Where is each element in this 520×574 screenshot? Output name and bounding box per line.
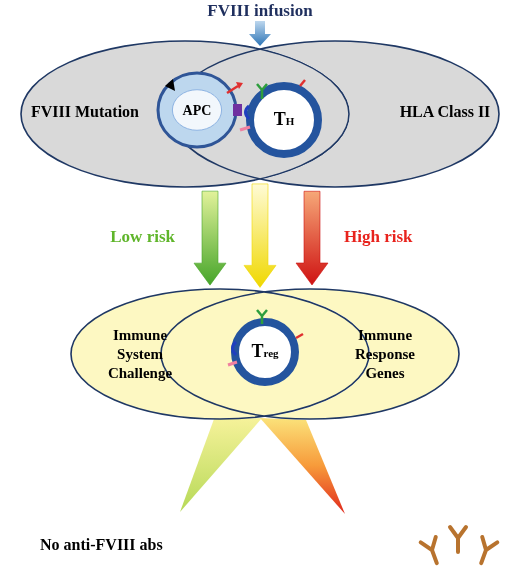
node-text: Treg xyxy=(230,342,300,362)
risk-label: Low risk xyxy=(75,227,175,247)
node-text: HLA Class II xyxy=(385,102,505,121)
treg-cell: Treg xyxy=(230,317,300,387)
outcome-wedge xyxy=(180,418,262,512)
node-text: TH xyxy=(245,110,323,130)
factor-ellipse: Immune Response Genes xyxy=(160,288,460,420)
ellipse-outline xyxy=(161,289,459,419)
outcome-label: No anti-FVIII abs xyxy=(40,536,240,554)
node-text: Immune Response Genes xyxy=(335,326,435,383)
outcome-wedge xyxy=(260,418,345,514)
node-text: Immune System Challenge xyxy=(90,326,190,383)
risk-label: High risk xyxy=(344,227,444,247)
antibody-symbol xyxy=(474,537,498,566)
input-label: FVIII infusion xyxy=(160,1,360,21)
t-cell: TH xyxy=(245,81,323,159)
risk-arrow xyxy=(194,191,226,285)
risk-arrow xyxy=(296,191,328,285)
antibody-symbol xyxy=(450,527,466,552)
node-text: FVIII Mutation xyxy=(20,102,150,121)
node-text: APC xyxy=(156,101,238,120)
antibody-symbol xyxy=(421,537,445,566)
apc-cell: APC xyxy=(156,71,238,149)
infusion-arrow xyxy=(249,21,271,46)
risk-arrow xyxy=(244,184,276,287)
